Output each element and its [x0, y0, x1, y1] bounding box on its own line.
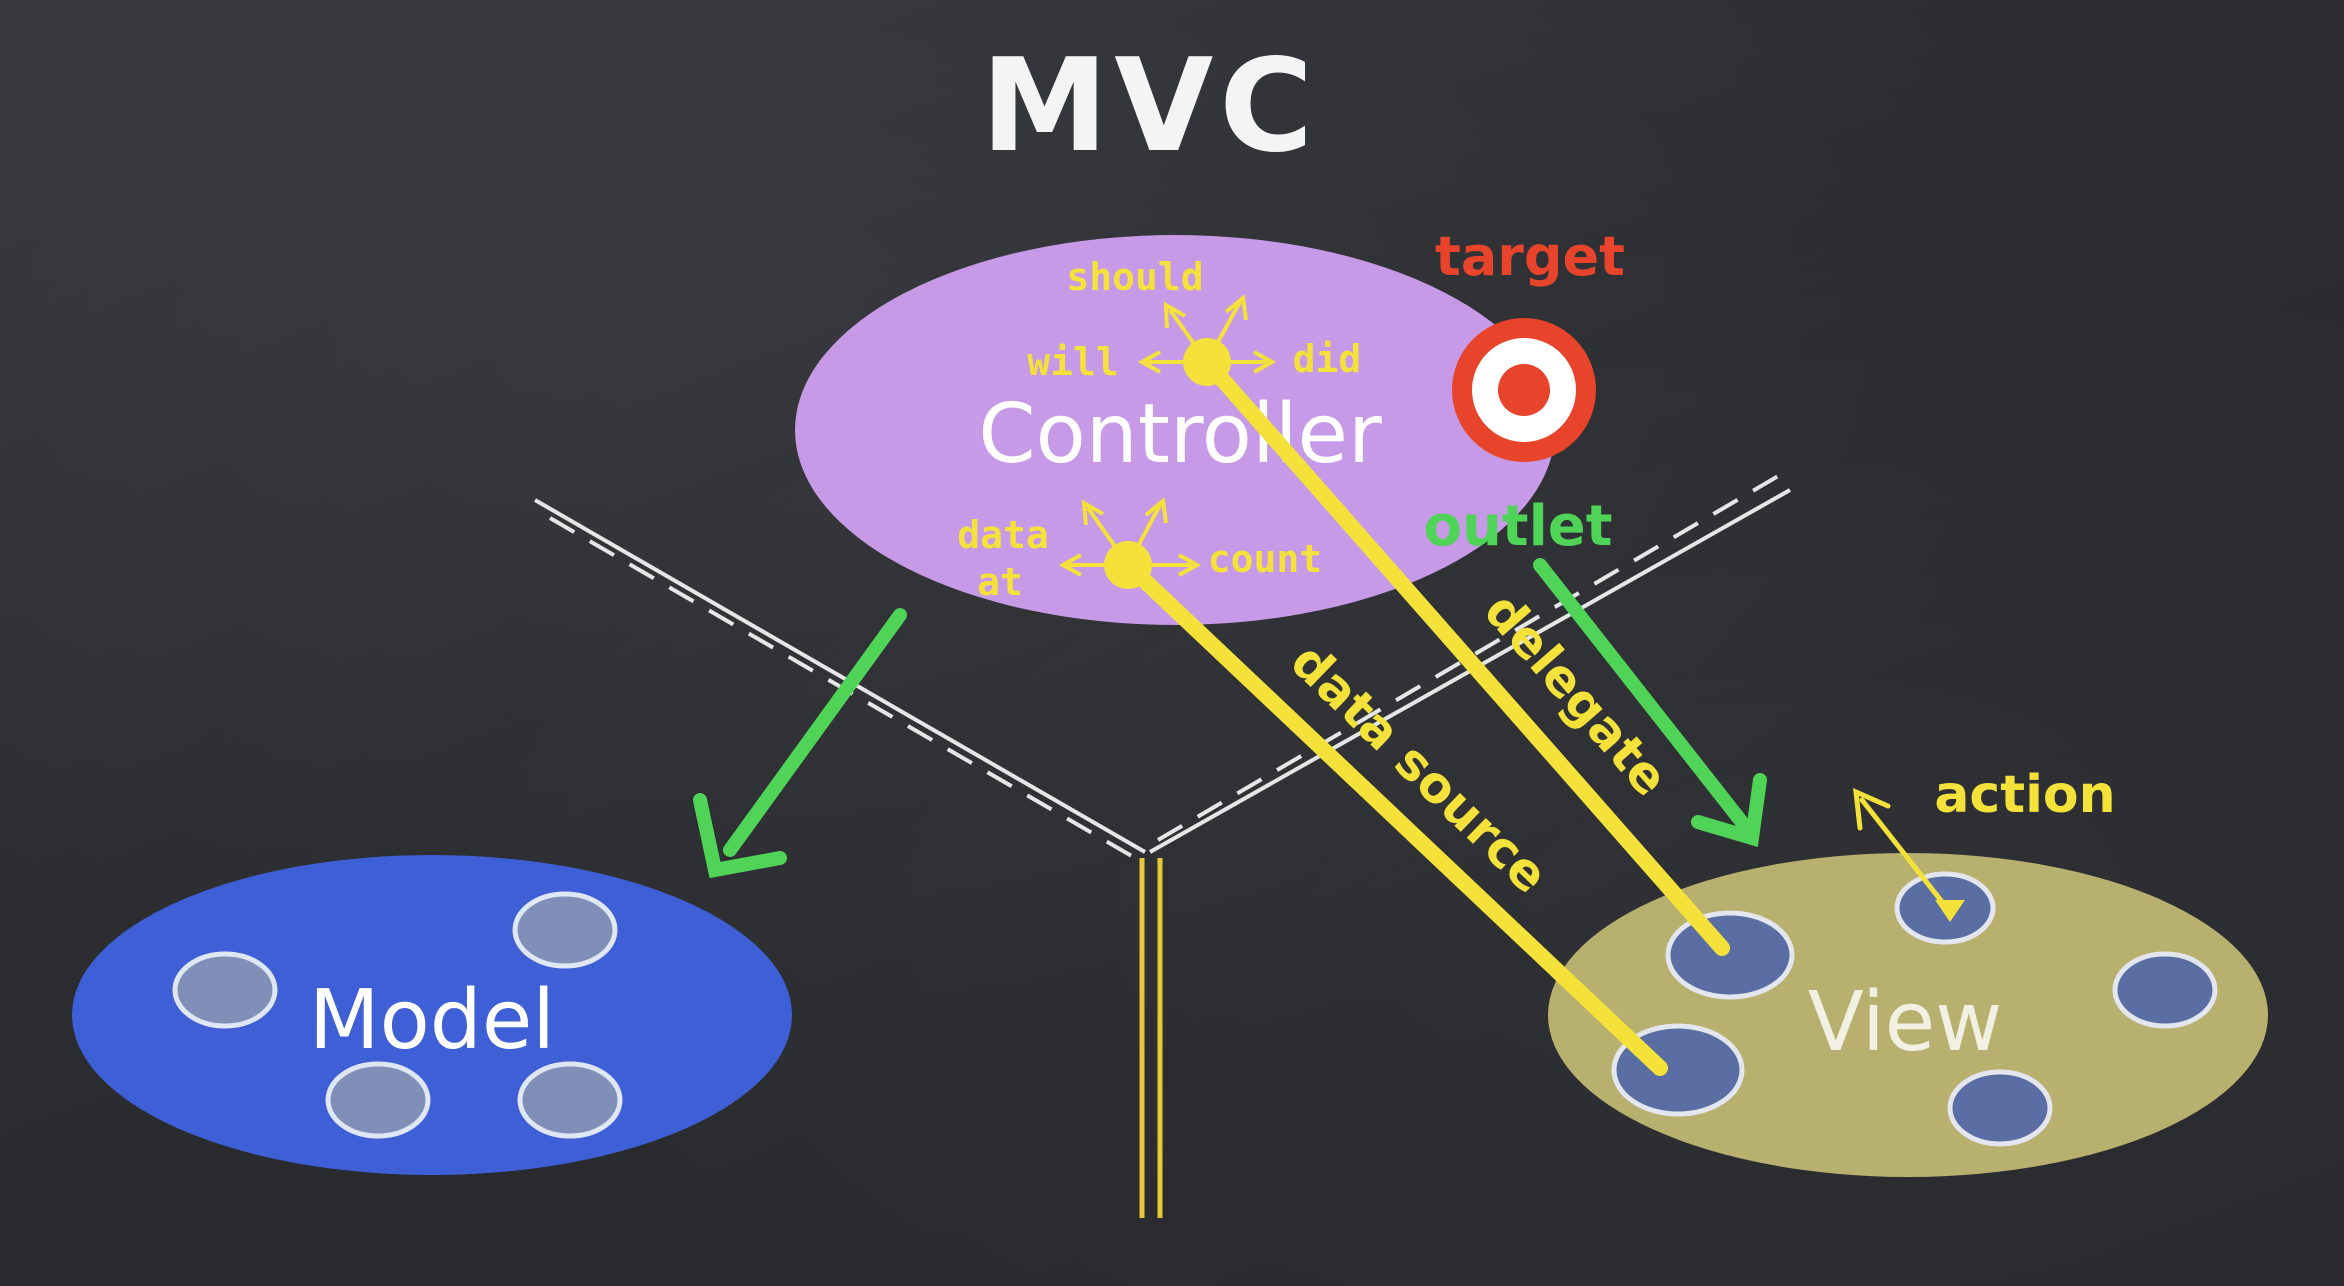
action-arrow [1853, 787, 1953, 915]
center-double-line [1139, 858, 1163, 1218]
model-sub-objects [172, 891, 623, 1139]
should-label: should [1066, 255, 1203, 299]
data-source-hub [1058, 497, 1202, 577]
data-source-label: data source [1280, 632, 1559, 905]
did-label: did [1293, 337, 1362, 381]
outlet-label: outlet [1423, 494, 1612, 559]
at-label: at [977, 560, 1023, 604]
delegate-wire [1199, 354, 1730, 956]
view-sub-objects [1611, 871, 2218, 1147]
target-icon [1452, 318, 1596, 462]
data-source-wire [1120, 557, 1668, 1076]
view-label: View [1808, 975, 2003, 1070]
target-label: target [1435, 225, 1625, 288]
controller-label: Controller [978, 387, 1382, 482]
will-label: will [1027, 340, 1119, 384]
model-label: Model [309, 973, 555, 1068]
delegate-hub [1137, 294, 1277, 374]
controller-to-model-arrow [693, 608, 907, 879]
delegate-hub-dot [1183, 338, 1231, 386]
action-label: action [1934, 765, 2115, 825]
data-label: data [957, 513, 1049, 557]
data-source-hub-dot [1104, 541, 1152, 589]
action-arrow-tail [1935, 900, 1965, 922]
outlet-arrow [1533, 558, 1767, 848]
count-label: count [1208, 537, 1322, 581]
controller-node [795, 235, 1555, 625]
diagram-title: MVC [981, 32, 1319, 181]
